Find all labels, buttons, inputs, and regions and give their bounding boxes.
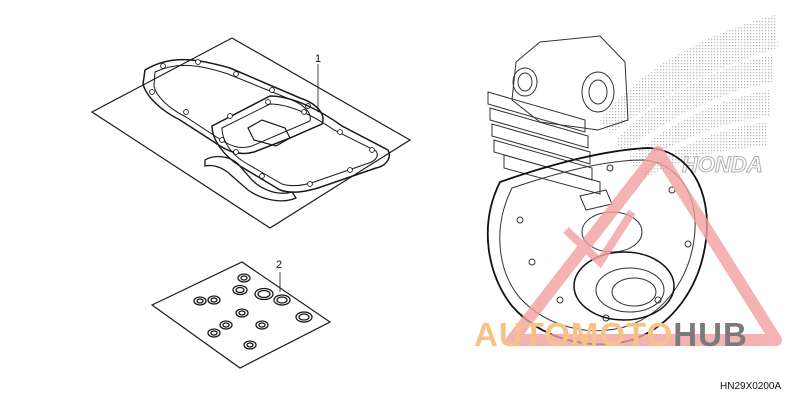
honda-logo-text: HONDA [682, 152, 763, 177]
diagram-code: HN29X0200A [720, 381, 782, 392]
watermark-part-b: HUB [673, 316, 748, 353]
part-1-gasket-set [90, 37, 412, 229]
honda-wing-logo: HONDA [600, 15, 778, 178]
callout-part-1: 1 [315, 53, 322, 65]
part-2-oring-kit [150, 261, 332, 369]
watermark-text: AUTOMOTOHUB [474, 318, 748, 351]
watermark-triangle [506, 146, 782, 346]
callout-part-2: 2 [276, 259, 283, 271]
watermark-part-a: AUTOMOTO [474, 316, 674, 353]
engine-assembly [486, 35, 708, 346]
